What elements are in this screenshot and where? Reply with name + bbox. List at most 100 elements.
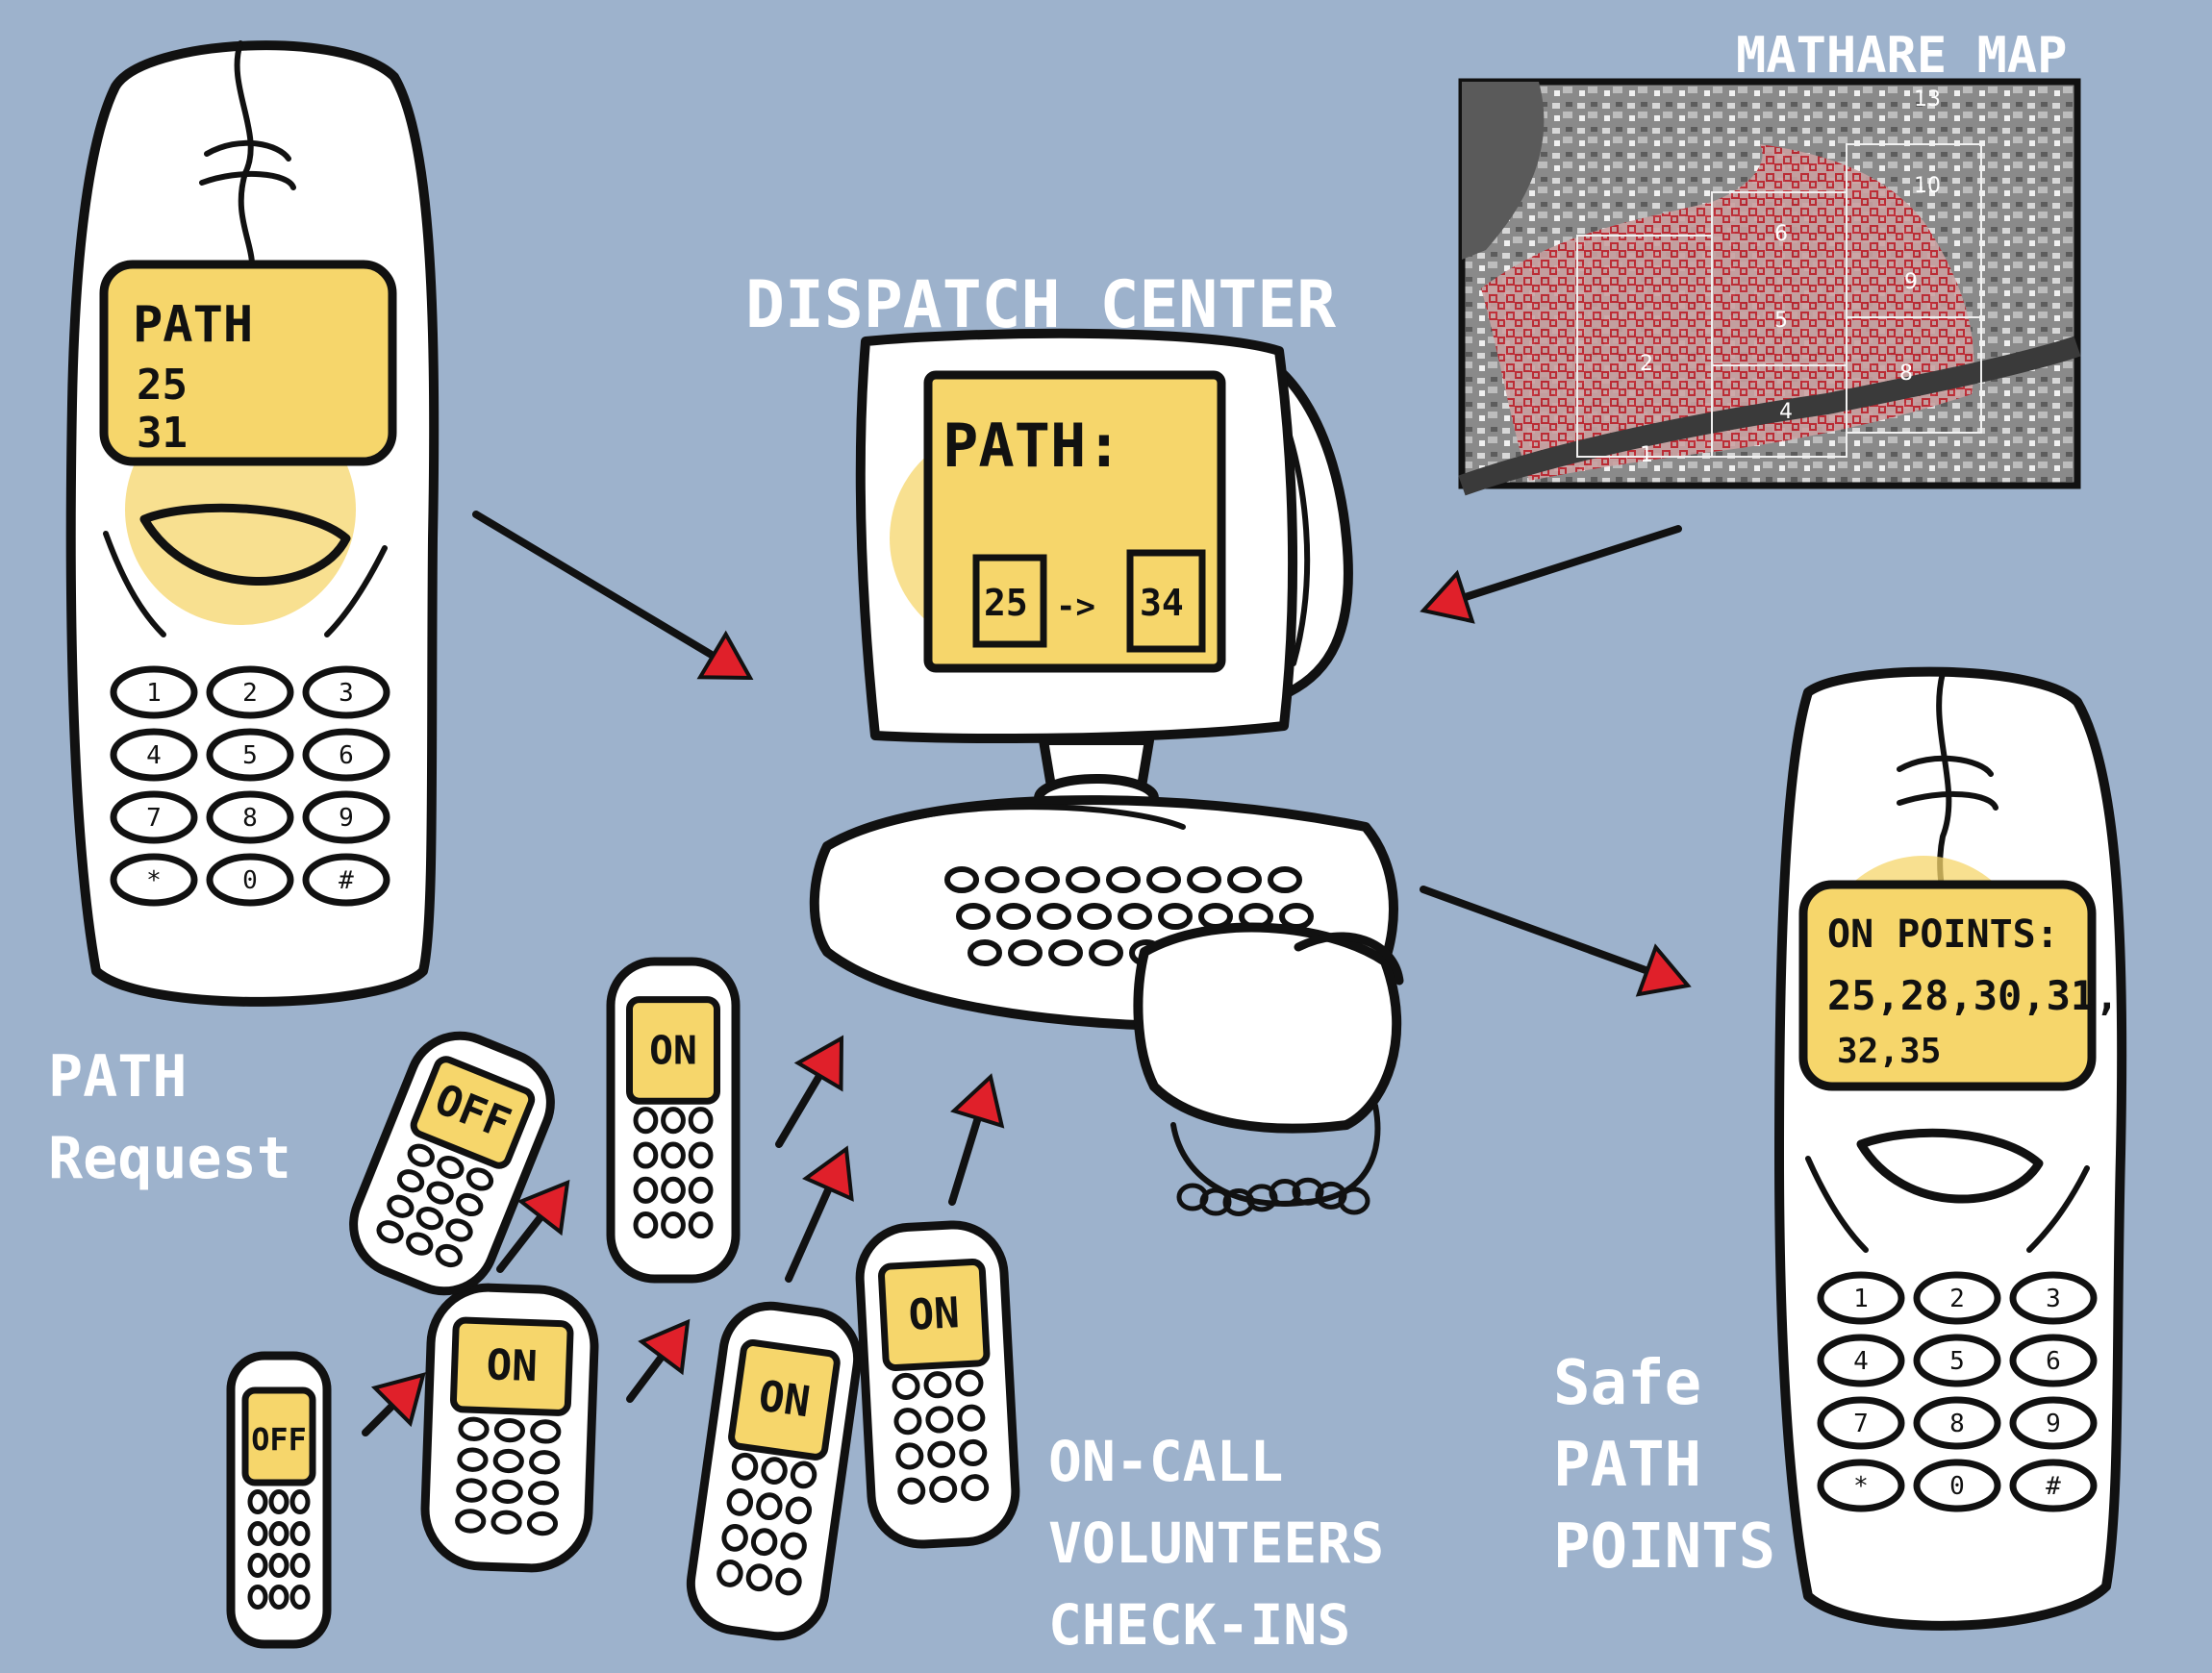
volunteer-phone: ON <box>855 1220 1020 1549</box>
flow-arrow-line <box>362 1401 397 1436</box>
cord-coil <box>1292 1177 1324 1206</box>
left-phone-key-label: 1 <box>146 679 162 708</box>
right-phone-key <box>2009 1396 2098 1450</box>
cord-coil <box>1338 1186 1370 1215</box>
flow-arrow-head <box>1420 569 1475 624</box>
right-phone-key <box>1817 1396 1905 1450</box>
volunteer-phone-key <box>925 1406 954 1434</box>
volunteer-status: ON <box>907 1288 961 1340</box>
left-phone-key <box>110 853 198 907</box>
volunteer-phone-key <box>456 1478 488 1503</box>
flow-arrow-line <box>1460 525 1682 602</box>
volunteer-phone-key <box>490 1510 522 1535</box>
left-phone-key-label: 0 <box>242 866 258 895</box>
cord-coil <box>1199 1187 1232 1216</box>
right-phone-key <box>1817 1459 1905 1512</box>
flow-arrow-head <box>1635 943 1692 997</box>
keyboard-key <box>1089 939 1123 966</box>
right-phone-key-label: 3 <box>2046 1285 2061 1313</box>
volunteer-phone-key <box>745 1563 773 1592</box>
volunteer-phone-key <box>955 1369 984 1397</box>
label-on-call-2: VOLUNTEERS <box>1048 1511 1384 1576</box>
right-phone-key-label: 6 <box>2046 1347 2061 1376</box>
monitor-screen <box>923 370 1226 673</box>
volunteer-status: ON <box>756 1371 814 1427</box>
keyboard-key <box>1279 903 1314 930</box>
volunteer-phone-key <box>897 1477 926 1505</box>
flow-arrow-head <box>950 1073 1005 1129</box>
right-phone-key <box>2009 1459 2098 1512</box>
volunteer-phone-key <box>688 1211 714 1239</box>
volunteer-phone: OFF <box>349 1031 555 1296</box>
right-phone-key-label: 4 <box>1853 1347 1869 1376</box>
volunteer-phone-key <box>465 1167 494 1191</box>
left-phone-key <box>110 728 198 782</box>
volunteer-phone-screen <box>626 996 720 1105</box>
left-phone-line2: 25 <box>137 361 188 410</box>
map-zone-label: 5 <box>1774 309 1788 333</box>
right-phone-line1: ON POINTS: <box>1827 912 2059 957</box>
right-phone-key-label: * <box>1853 1472 1869 1501</box>
volunteer-phone-key <box>247 1489 268 1514</box>
left-phone-key-label: 6 <box>339 741 354 770</box>
right-phone-key-label: 0 <box>1949 1472 1965 1501</box>
flow-arrow-line <box>775 1071 824 1148</box>
volunteer-status: ON <box>649 1027 697 1073</box>
volunteer-phone-key <box>661 1211 686 1239</box>
right-phone-key <box>1817 1334 1905 1387</box>
map-zone-label: 1 <box>1640 443 1653 467</box>
volunteer-phone: ON <box>420 1283 599 1573</box>
right-phone-key-label: 9 <box>2046 1410 2061 1438</box>
map-zone-label: 4 <box>1779 400 1793 424</box>
right-phone-key-label: 5 <box>1949 1347 1965 1376</box>
keyboard-key <box>1268 866 1302 893</box>
volunteer-phone-key <box>750 1528 778 1557</box>
volunteer-phone-key <box>247 1553 268 1578</box>
volunteer-phone-screen <box>410 1056 536 1169</box>
volunteer-phone-key <box>961 1474 990 1502</box>
computer: PATH: 25 -> 34 <box>809 328 1404 1216</box>
right-phone-key <box>2009 1334 2098 1387</box>
keyboard-key <box>1008 939 1043 966</box>
left-phone-key <box>302 853 390 907</box>
right-phone-key <box>1913 1334 2001 1387</box>
flow-arrow-head <box>793 1035 844 1092</box>
keyboard-key <box>1025 866 1060 893</box>
volunteer-phone-key <box>661 1141 686 1169</box>
volunteer-phone-key <box>407 1143 435 1167</box>
left-phone-key <box>206 853 294 907</box>
volunteer-phone-key <box>268 1489 289 1514</box>
right-phone-key <box>1817 1271 1905 1325</box>
left-phone-key-label: 8 <box>242 804 258 833</box>
volunteer-phone-key <box>527 1481 560 1506</box>
volunteer-phone-key <box>959 1438 988 1467</box>
right-phone-key-label: 2 <box>1949 1285 1965 1313</box>
volunteer-status: OFF <box>251 1421 306 1458</box>
right-phone-screen <box>1798 880 2097 1091</box>
volunteer-phone-key <box>491 1479 523 1505</box>
volunteer-phone-key <box>530 1419 562 1444</box>
left-phone-key <box>206 665 294 719</box>
volunteer-phone-key <box>435 1243 463 1268</box>
volunteer-phone-key <box>492 1448 524 1474</box>
volunteer-phone-key <box>268 1553 289 1578</box>
volunteer-phone-key <box>247 1585 268 1610</box>
keyboard-key <box>1037 903 1071 930</box>
volunteer-phone-screen <box>449 1316 574 1416</box>
right-phone-key-label: 7 <box>1853 1410 1869 1438</box>
flow-arrow-line <box>626 1353 666 1403</box>
volunteer-phone-key <box>289 1553 311 1578</box>
flow-arrow-line <box>948 1114 982 1206</box>
volunteer-phone-key <box>493 1417 526 1443</box>
flow-arrow-line <box>785 1185 833 1283</box>
left-phone-screen <box>99 260 397 466</box>
right-phone-line3: 32,35 <box>1837 1032 1941 1071</box>
right-phone-key <box>1913 1459 2001 1512</box>
volunteer-phone-key <box>957 1404 986 1432</box>
volunteer-phone-key <box>406 1232 434 1256</box>
flow-arrow-head <box>696 630 754 681</box>
volunteer-phone: ON <box>686 1301 863 1641</box>
